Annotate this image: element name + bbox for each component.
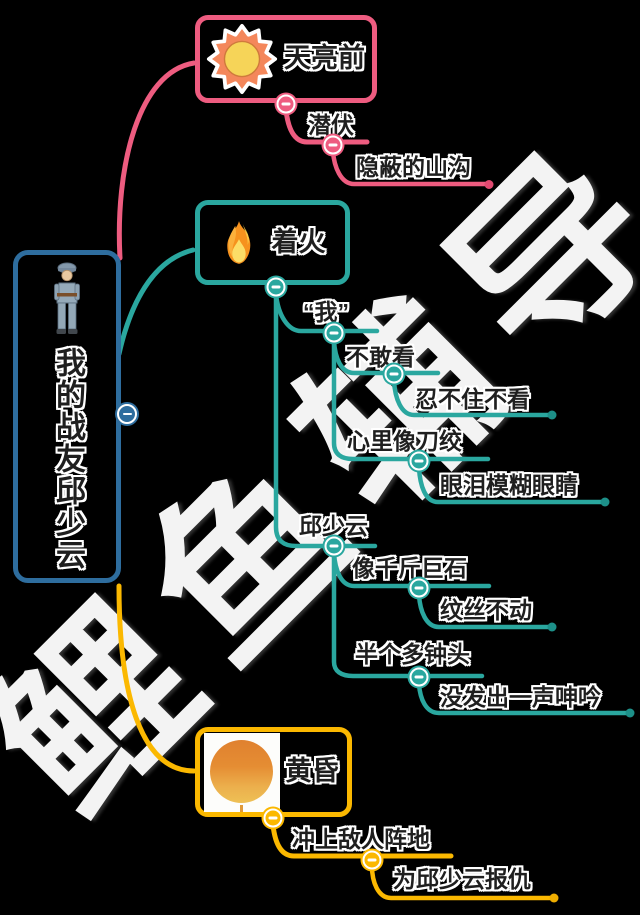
sun-icon (206, 23, 278, 95)
topic-dawn-label: 天亮前 (284, 43, 365, 74)
fire-branch-lines (116, 247, 635, 718)
label-wo: “我” (303, 299, 349, 325)
collapse-button-qiushaoyun[interactable] (324, 536, 344, 556)
dusk-leaf-dot (549, 893, 559, 903)
soldier-icon (54, 262, 80, 334)
label-wei-qiushaoyun-baochou: 为邱少云报仇 (393, 866, 531, 892)
fire-leaf-dot (547, 410, 557, 420)
label-bugankan: 不敢看 (346, 344, 415, 370)
sunset-stem (240, 804, 243, 812)
collapse-button-zhongtou[interactable] (409, 667, 429, 687)
collapse-button-bugankan[interactable] (384, 364, 404, 384)
fire-leaf-dot (547, 622, 557, 632)
label-bangeduo-zhongtou: 半个多钟头 (355, 641, 470, 667)
topic-dawn: 天亮前 (195, 15, 377, 103)
dusk-branch-lines (116, 583, 559, 903)
label-qiushaoyun: 邱少云 (299, 513, 368, 539)
collapse-button-dusk[interactable] (263, 808, 283, 828)
root-topic: 我的战友邱少云 (13, 250, 121, 583)
label-yinbi-shangou: 隐蔽的山沟 (356, 154, 471, 180)
root-topic-label: 我的战友邱少云 (51, 347, 84, 571)
fire-icon (226, 220, 250, 264)
label-chongshang-zhendi: 冲上敌人阵地 (292, 826, 430, 852)
label-xinli-xiang-daojiao: 心里像刀绞 (347, 428, 462, 454)
topic-dusk-label: 黄昏 (285, 756, 339, 787)
label-qianfu: 潜伏 (308, 112, 354, 138)
dawn-leaf-dot (484, 180, 494, 189)
topic-dusk: 黄昏 (195, 727, 352, 817)
collapse-button-xinli[interactable] (409, 451, 429, 471)
collapse-button-wo[interactable] (324, 323, 344, 343)
label-wensi-budong: 纹丝不动 (440, 597, 532, 623)
collapse-button-dawn[interactable] (276, 94, 296, 114)
collapse-button-fire[interactable] (266, 277, 286, 297)
label-renbuzhu-bukan: 忍不住不看 (415, 386, 530, 412)
topic-fire-label: 着火 (271, 226, 326, 257)
topic-fire: 着火 (195, 200, 350, 285)
fire-leaf-dot (600, 497, 610, 507)
collapse-button-jushi[interactable] (409, 578, 429, 598)
sunset-image (204, 732, 280, 812)
sunset-sun-circle (210, 739, 273, 803)
label-xiang-qianjin-jushi: 像千斤巨石 (352, 555, 467, 581)
label-yanlei-mohu-yanjing: 眼泪模糊眼睛 (440, 472, 578, 498)
collapse-button-chongshang[interactable] (362, 850, 382, 870)
fire-leaf-dot (625, 708, 635, 718)
collapse-button-qianfu[interactable] (323, 135, 343, 155)
dawn-branch-lines (116, 60, 494, 261)
collapse-button-root[interactable] (117, 404, 137, 424)
label-meifachu-shenyin: 没发出一声呻吟 (440, 684, 601, 710)
